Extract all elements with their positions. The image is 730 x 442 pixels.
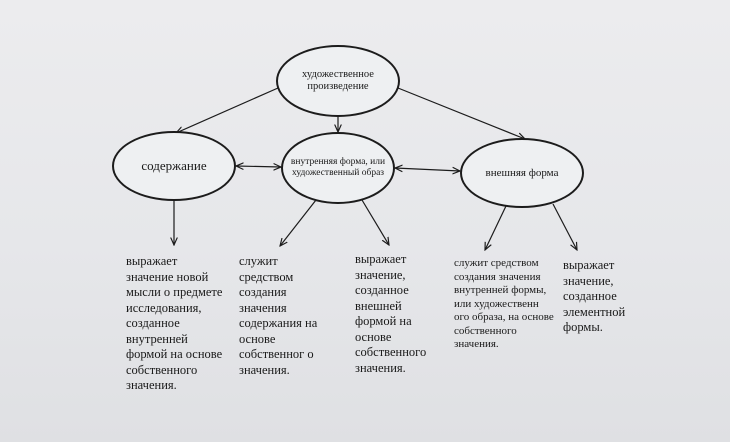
arrow-inner-form-to-desc-left [280, 199, 317, 246]
arrow-content-inner-form [236, 166, 281, 167]
node-outer-form: внешняя форма [460, 138, 584, 208]
node-inner-form: внутренняя форма, или художественный обр… [281, 132, 395, 204]
arrow-root-to-content [176, 87, 279, 133]
node-inner-form-label: внутренняя форма, или художественный обр… [290, 157, 386, 178]
desc-inner-form-left: служит средством создания значения содер… [239, 254, 318, 377]
arrow-outer-form-to-desc-right [552, 203, 577, 250]
node-outer-form-label: внешняя форма [485, 166, 559, 179]
desc-inner-form-right: выражает значение, созданное внешней фор… [355, 252, 427, 375]
desc-outer-form-right: выражает значение, созданное элементной … [563, 258, 626, 334]
node-artwork: художественное произведение [276, 45, 400, 117]
arrow-outer-form-to-desc-left [485, 205, 507, 250]
arrow-root-to-outer-form [397, 87, 525, 139]
node-content-label: содержание [141, 157, 207, 173]
desc-outer-form-left: служит средством создания значения внутр… [454, 257, 554, 350]
node-content: содержание [112, 131, 236, 201]
arrow-inner-form-outer-form [395, 168, 460, 171]
arrow-inner-form-to-desc-right [361, 199, 389, 245]
desc-content: выражает значение новой мысли о предмете… [126, 254, 223, 392]
node-artwork-label: художественное произведение [302, 68, 374, 92]
